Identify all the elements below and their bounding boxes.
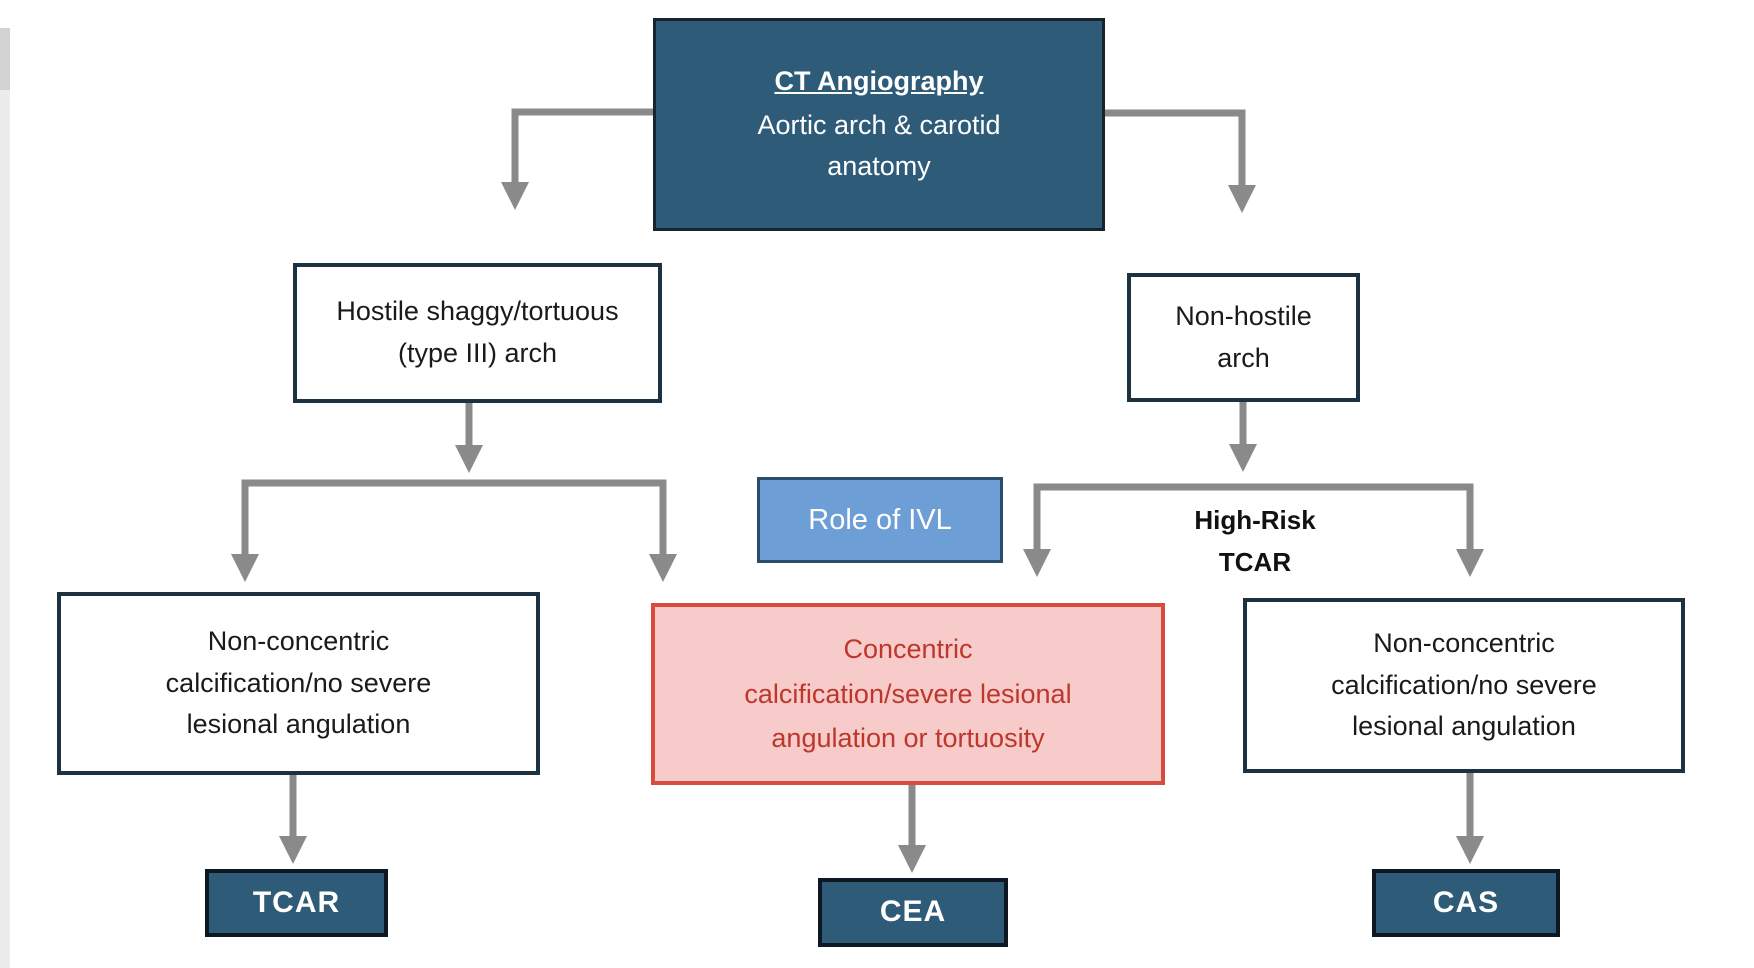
concentric-line3: angulation or tortuosity xyxy=(771,723,1045,754)
ct-angiography-title: CT Angiography xyxy=(774,65,984,96)
arrow-concentric-to-cea xyxy=(898,785,926,873)
high-risk-line2: TCAR xyxy=(1218,547,1292,577)
node-non-concentric-right: Non-concentric calcification/no severe l… xyxy=(1243,598,1685,773)
cas-label: CAS xyxy=(1432,885,1500,919)
ct-angiography-subtitle-line2: anatomy xyxy=(827,151,931,182)
cea-label: CEA xyxy=(879,895,947,929)
non-concentric-left-line1: Non-concentric xyxy=(207,625,390,656)
node-ct-angiography: CT Angiography Aortic arch & carotid ana… xyxy=(653,18,1105,231)
non-concentric-left-line2: calcification/no severe xyxy=(165,667,432,698)
hostile-arch-line1: Hostile shaggy/tortuous xyxy=(336,296,619,327)
ct-angiography-subtitle-line1: Aortic arch & carotid xyxy=(757,109,1001,140)
node-outcome-cas: CAS xyxy=(1372,869,1560,937)
node-non-hostile-arch: Non-hostile arch xyxy=(1127,273,1360,402)
node-outcome-tcar: TCAR xyxy=(205,869,388,937)
concentric-line1: Concentric xyxy=(843,634,973,665)
node-role-of-ivl: Role of IVL xyxy=(757,477,1003,563)
split-hostile-branch xyxy=(231,479,677,582)
arrow-hostile-down xyxy=(455,403,483,473)
node-concentric-calcification: Concentric calcification/severe lesional… xyxy=(651,603,1165,785)
arrow-criteria-right-to-cas xyxy=(1456,773,1484,864)
label-high-risk-tcar: High-Risk TCAR xyxy=(1150,496,1360,588)
tcar-label: TCAR xyxy=(252,885,341,919)
high-risk-line1: High-Risk xyxy=(1194,505,1316,536)
node-outcome-cea: CEA xyxy=(818,878,1008,947)
non-concentric-right-line2: calcification/no severe xyxy=(1331,669,1597,700)
arrow-nonhostile-down xyxy=(1229,402,1257,472)
node-hostile-arch: Hostile shaggy/tortuous (type III) arch xyxy=(293,263,662,403)
node-non-concentric-left: Non-concentric calcification/no severe l… xyxy=(57,592,540,775)
arrow-root-to-nonhostile-arch xyxy=(1105,109,1256,213)
left-edge-strip-dark-segment xyxy=(0,28,10,90)
split-nonhostile-branch xyxy=(1023,483,1484,577)
arrow-criteria-left-to-tcar xyxy=(279,775,307,864)
non-concentric-left-line3: lesional angulation xyxy=(186,709,411,740)
concentric-line2: calcification/severe lesional xyxy=(744,678,1072,709)
non-hostile-arch-line1: Non-hostile xyxy=(1175,300,1312,331)
non-concentric-right-line1: Non-concentric xyxy=(1373,627,1555,658)
non-hostile-arch-line2: arch xyxy=(1217,342,1270,373)
hostile-arch-line2: (type III) arch xyxy=(397,338,558,368)
arrow-root-to-hostile-arch xyxy=(501,108,653,210)
non-concentric-right-line3: lesional angulation xyxy=(1352,711,1576,742)
left-edge-strip xyxy=(0,28,10,968)
role-of-ivl-label: Role of IVL xyxy=(808,503,952,536)
